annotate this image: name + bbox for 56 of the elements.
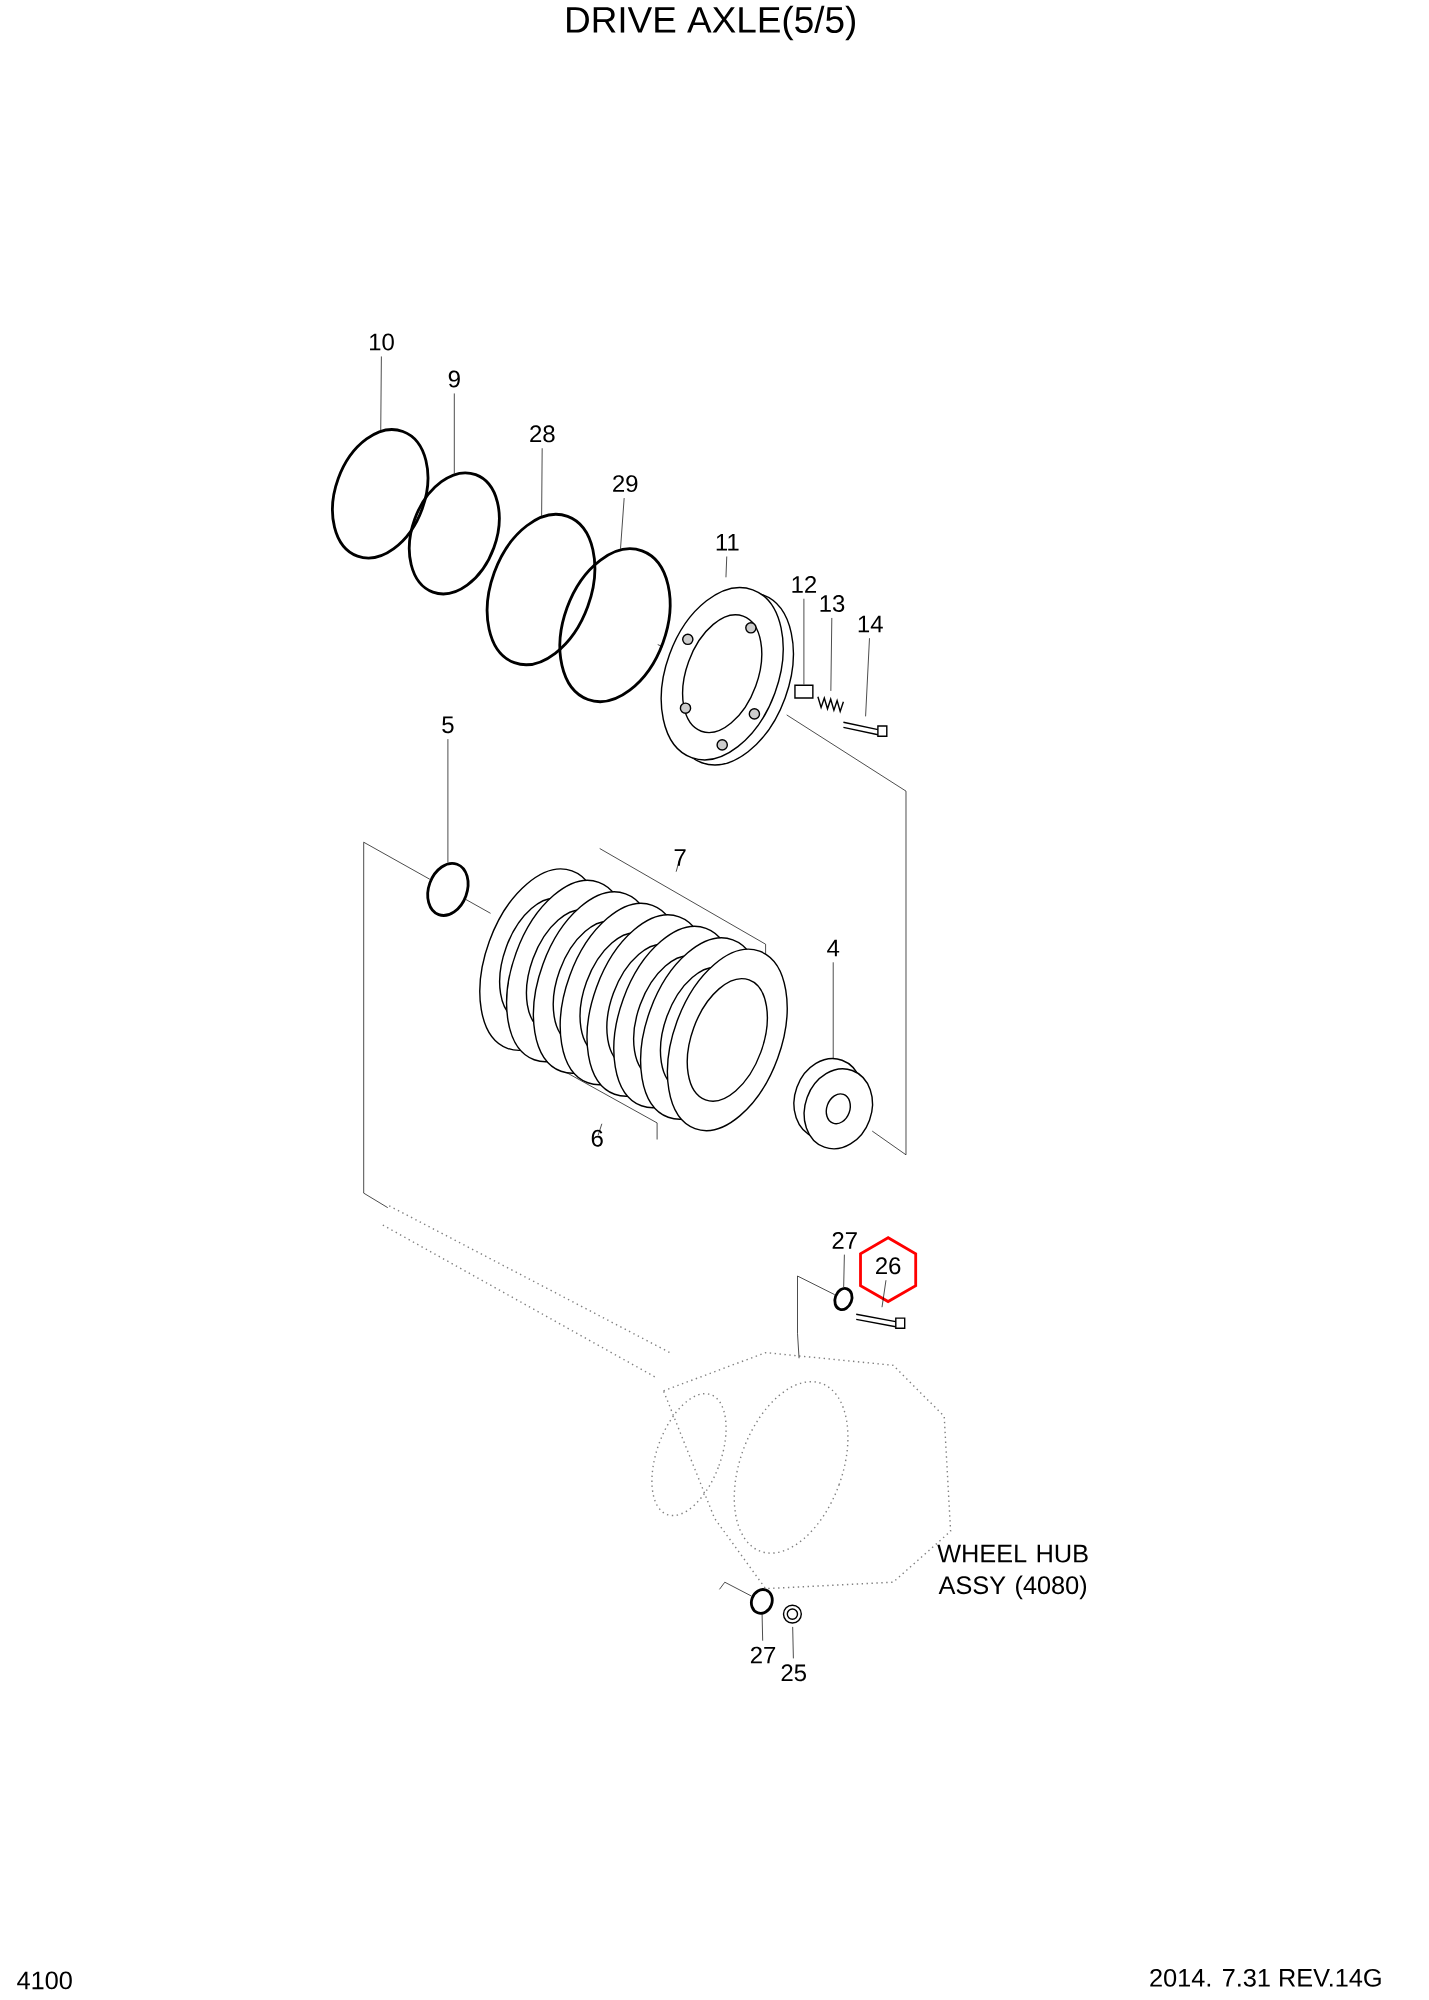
callout-number: 26 xyxy=(876,1257,901,1275)
assembly-line xyxy=(786,714,907,1156)
callout-number: 29 xyxy=(613,475,638,493)
assembly-line xyxy=(657,644,664,648)
leader-line xyxy=(541,447,543,517)
callout-number: 7 xyxy=(674,849,686,866)
ring-drawing xyxy=(833,1287,854,1311)
leader-line xyxy=(380,356,382,431)
callout-number: 27 xyxy=(750,1646,776,1664)
callout-number: 13 xyxy=(820,595,845,612)
callout-number: 11 xyxy=(716,534,739,551)
ring-drawing xyxy=(485,513,597,666)
nut-drawing xyxy=(782,1604,802,1624)
callout-number: 10 xyxy=(370,333,394,351)
assembly-line xyxy=(719,1581,752,1597)
leader-line xyxy=(447,738,449,863)
page-number: 4100 xyxy=(17,1971,72,1990)
leader-line xyxy=(761,1614,764,1642)
leader-line xyxy=(792,1626,794,1659)
ring-drawing xyxy=(749,1588,774,1615)
title: DRIVE AXLE(5/5) xyxy=(567,5,855,41)
leader-line xyxy=(675,860,680,873)
shaft-drawing xyxy=(382,1205,671,1379)
callout-number: 28 xyxy=(530,425,555,443)
callout-number: 5 xyxy=(442,716,454,734)
leader-line xyxy=(865,637,870,717)
leader-line xyxy=(830,617,833,692)
ring-drawing xyxy=(331,428,430,560)
leader-line xyxy=(843,1254,845,1288)
leader-line xyxy=(597,1123,603,1136)
callout-number: 12 xyxy=(792,576,816,593)
assembly-line xyxy=(465,899,491,914)
assembly-line xyxy=(363,841,431,1208)
pin-drawing xyxy=(794,684,814,699)
leader-line xyxy=(832,961,834,1059)
callout-number: 4 xyxy=(827,939,840,957)
assembly-line xyxy=(797,1275,836,1359)
ring-drawing xyxy=(558,547,672,703)
bolt-drawing xyxy=(855,1313,906,1329)
revision-date: 2014. 7.31 REV.14G xyxy=(1150,1968,1381,1987)
callout-number: 6 xyxy=(591,1129,603,1147)
ring-drawing xyxy=(407,471,501,596)
leader-line xyxy=(881,1279,887,1308)
callout-number: 14 xyxy=(858,615,883,633)
leader-line xyxy=(803,598,805,685)
callout-number: 9 xyxy=(448,370,460,388)
callout-number: 25 xyxy=(781,1664,806,1682)
bolt-drawing xyxy=(842,721,888,737)
ring-drawing xyxy=(426,862,470,917)
callout-number: 27 xyxy=(832,1231,857,1249)
spring-drawing xyxy=(817,695,845,714)
hub-drawing xyxy=(793,1057,874,1150)
leader-line xyxy=(725,556,728,578)
leader-line xyxy=(620,497,625,550)
leader-line xyxy=(453,393,455,474)
assembly-note: WHEEL HUB ASSY (4080) xyxy=(937,1544,1088,1600)
